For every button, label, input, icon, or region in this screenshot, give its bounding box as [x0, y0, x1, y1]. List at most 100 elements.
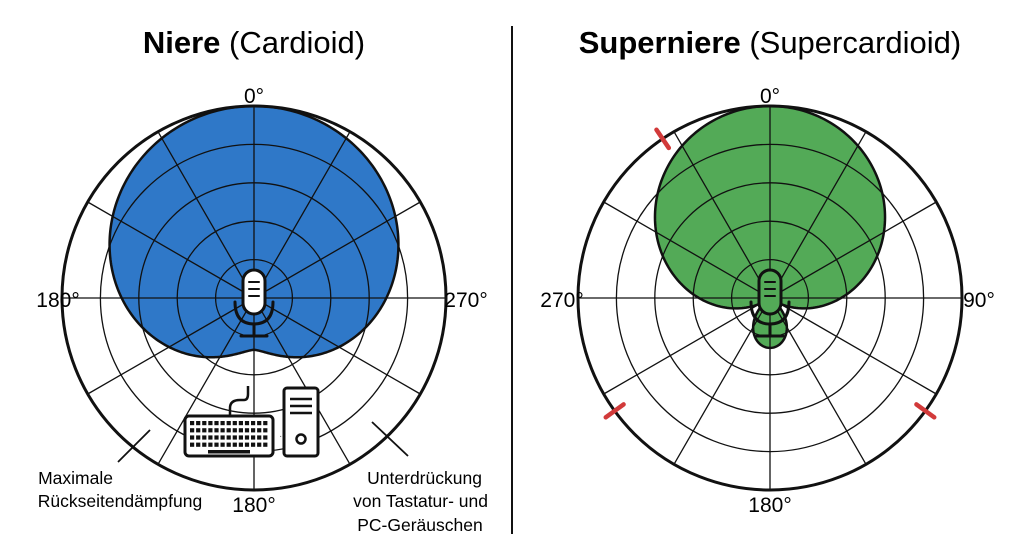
annotation-leader-right — [371, 421, 409, 457]
keyboard-key — [232, 442, 237, 447]
keyboard-key — [196, 435, 201, 440]
keyboard-key — [196, 421, 201, 426]
left-label-right: 270° — [444, 289, 487, 312]
keyboard-key — [190, 435, 195, 440]
keyboard-key — [196, 428, 201, 433]
microphone-icon — [233, 268, 275, 338]
microphone-icon — [749, 268, 791, 338]
pc-tower-icon — [282, 386, 320, 458]
keyboard-key — [238, 428, 243, 433]
null-angle-markers — [603, 127, 937, 420]
polar-spoke — [673, 297, 771, 465]
right-title-normal: (Supercardioid) — [749, 25, 961, 60]
keyboard-key — [220, 428, 225, 433]
keyboard-key — [226, 428, 231, 433]
polar-spoke — [253, 131, 351, 299]
right-title-bold: Superniere — [579, 25, 741, 60]
keyboard-key — [208, 435, 213, 440]
keyboard-key — [202, 435, 207, 440]
keyboard-key — [208, 421, 213, 426]
keyboard-key — [208, 428, 213, 433]
polar-spoke — [157, 131, 255, 299]
keyboard-key — [220, 421, 225, 426]
keyboard-key — [226, 435, 231, 440]
annotation-noise-suppression: Unterdrückung von Tastatur- und PC-Geräu… — [353, 468, 493, 535]
keyboard-key — [196, 442, 201, 447]
keyboard-key — [257, 435, 262, 440]
keyboard-key — [238, 442, 243, 447]
left-title-bold: Niere — [143, 25, 221, 60]
keyboard-key — [190, 442, 195, 447]
right-label-left: 270° — [540, 289, 583, 312]
right-label-right: 90° — [963, 289, 995, 312]
left-title-normal: (Cardioid) — [229, 25, 365, 60]
keyboard-key — [263, 442, 268, 447]
left-title: Niere (Cardioid) — [143, 25, 365, 60]
polar-spoke — [769, 297, 937, 395]
polar-spoke — [769, 297, 867, 465]
right-label-bottom: 180° — [748, 494, 791, 517]
keyboard-key — [263, 435, 268, 440]
keyboard-key — [263, 421, 268, 426]
keyboard-key — [220, 442, 225, 447]
keyboard-key — [202, 442, 207, 447]
keyboard-key — [202, 421, 207, 426]
polar-spoke — [673, 131, 771, 299]
keyboard-key — [232, 421, 237, 426]
cardioid-polar-grid — [62, 106, 446, 490]
left-label-left: 180° — [36, 289, 79, 312]
keyboard-key — [238, 421, 243, 426]
polar-spoke — [87, 201, 255, 299]
keyboard-key — [251, 442, 256, 447]
keyboard-key — [190, 421, 195, 426]
keyboard-key — [214, 421, 219, 426]
keyboard-spacebar — [208, 450, 250, 454]
polar-spoke — [253, 201, 421, 299]
keyboard-key — [244, 421, 250, 426]
polar-spoke — [769, 201, 937, 299]
keyboard-key — [202, 428, 207, 433]
polar-spoke — [87, 297, 255, 395]
keyboard-key — [244, 435, 250, 440]
right-title: Superniere (Supercardioid) — [579, 25, 962, 60]
left-label-bottom: 180° — [232, 494, 275, 517]
keyboard-key — [214, 435, 219, 440]
cardioid-polar-plot — [60, 104, 448, 492]
keyboard-key — [251, 428, 256, 433]
keyboard-key — [244, 428, 250, 433]
right-label-top: 0° — [760, 85, 780, 108]
null-angle-marker — [654, 127, 672, 151]
keyboard-icon — [183, 386, 275, 458]
null-angle-marker — [914, 402, 937, 420]
polar-spoke — [603, 297, 771, 395]
annotation-leader-left — [117, 429, 151, 463]
annotation-rear-attenuation: Maximale Rückseitendämpfung — [38, 468, 202, 511]
keyboard-key — [214, 442, 219, 447]
keyboard-key — [226, 442, 231, 447]
keyboard-key — [251, 435, 256, 440]
keyboard-key — [257, 442, 262, 447]
keyboard-key — [238, 435, 243, 440]
polar-spoke — [769, 131, 867, 299]
keyboard-key — [257, 421, 262, 426]
keyboard-key — [226, 421, 231, 426]
polar-spoke — [603, 201, 771, 299]
keyboard-key — [220, 435, 225, 440]
keyboard-key — [208, 442, 213, 447]
supercardioid-outer-circle — [576, 104, 964, 492]
polar-spoke — [253, 297, 421, 395]
keyboard-key — [251, 421, 256, 426]
keyboard-key — [257, 428, 262, 433]
cardioid-outer-circle — [60, 104, 448, 492]
keyboard-key — [190, 428, 195, 433]
polar-spoke — [157, 297, 255, 465]
null-angle-marker — [603, 402, 626, 420]
keyboard-key — [263, 428, 268, 433]
left-label-top: 0° — [244, 85, 264, 108]
keyboard-key — [232, 428, 237, 433]
keyboard-key — [244, 442, 250, 447]
keyboard-key — [232, 435, 237, 440]
svg-text:·: · — [279, 431, 282, 442]
keyboard-key — [214, 428, 219, 433]
